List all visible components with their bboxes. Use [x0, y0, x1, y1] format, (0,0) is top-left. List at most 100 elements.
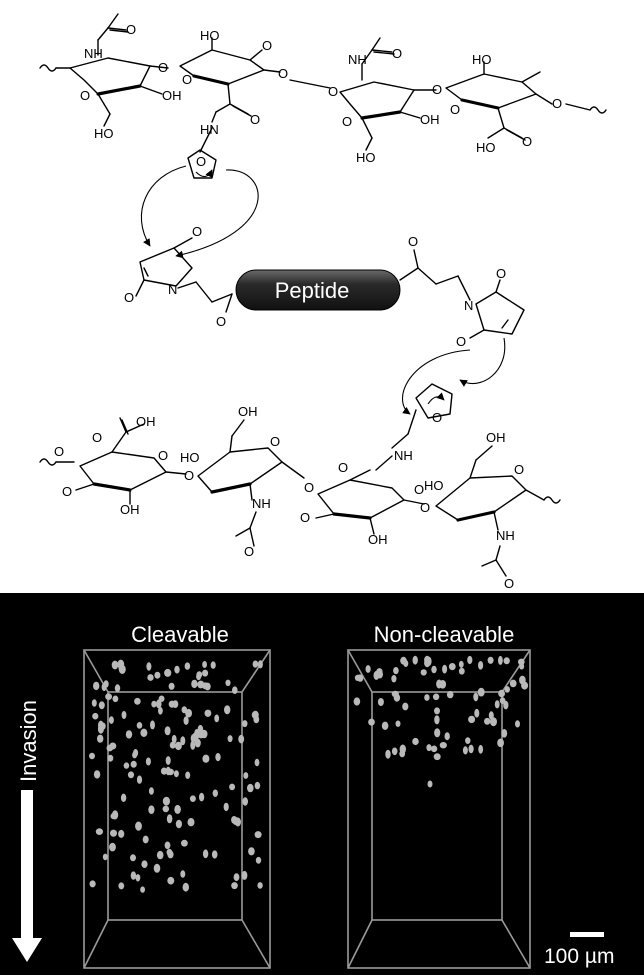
cell [393, 667, 399, 675]
cell [238, 734, 245, 744]
bottom-furan-ring [415, 383, 453, 419]
cell [153, 863, 161, 873]
atom-oh: OH [120, 502, 140, 517]
cell [112, 810, 119, 820]
cell [251, 710, 259, 720]
atom-o: O [522, 134, 532, 149]
cell [354, 674, 362, 681]
scale-bar-label: 100 µm [544, 945, 614, 968]
label-cleavable: Cleavable [131, 622, 229, 647]
cell [147, 674, 154, 681]
cell [434, 715, 440, 725]
cell [224, 705, 231, 715]
gel-box-non-cleavable [347, 649, 531, 969]
atom-o: O [184, 468, 194, 483]
cell [458, 660, 464, 668]
cell [365, 665, 371, 673]
cell [146, 662, 152, 671]
cell [191, 679, 198, 689]
cell [462, 746, 468, 755]
cell [426, 744, 432, 752]
cell [448, 663, 456, 671]
atom-ho: HO [472, 52, 492, 67]
cell [432, 693, 440, 701]
cell [108, 716, 114, 724]
cell [509, 679, 517, 688]
cell [444, 732, 450, 741]
cell [132, 751, 138, 759]
cell [225, 679, 231, 686]
cell [490, 717, 497, 727]
scale-bar [570, 932, 604, 937]
wavy-end-left-bottom [39, 458, 57, 466]
cell [95, 828, 103, 835]
cell [166, 848, 173, 856]
cell [183, 716, 189, 725]
atom-ho: HO [180, 450, 200, 465]
cell [130, 760, 137, 768]
atom-nh: NH [394, 448, 413, 463]
cell [121, 711, 127, 719]
atom-o: O [62, 484, 72, 499]
atom-o: O [158, 60, 168, 75]
cell [503, 700, 509, 710]
cell [252, 660, 259, 668]
atom-o: O [496, 266, 506, 281]
cell [243, 772, 249, 779]
atom-o: O [300, 510, 310, 525]
atom-o: O [432, 410, 442, 425]
cell [197, 724, 204, 734]
cell [110, 829, 117, 837]
cell [465, 737, 471, 744]
invasion-label: Invasion [16, 700, 41, 782]
atom-o: O [392, 46, 402, 61]
wavy-end-left [39, 64, 57, 72]
cell [181, 839, 188, 847]
cell [215, 753, 221, 762]
cell [136, 775, 143, 784]
cell [123, 762, 130, 769]
cell [431, 665, 437, 674]
cell [105, 693, 112, 700]
gel-box-cleavable [83, 649, 271, 969]
cell [391, 690, 399, 698]
atom-o: O [304, 480, 314, 495]
cell [242, 720, 248, 728]
cell [164, 668, 172, 677]
cell [468, 744, 474, 754]
cell [89, 752, 95, 760]
cell [212, 789, 218, 797]
micrograph-panel: Cleavable Non-cleavable Invasion [0, 593, 644, 975]
atom-o: O [432, 82, 442, 97]
cell [353, 697, 361, 706]
cell [156, 850, 164, 860]
peptide-block [235, 269, 401, 311]
cell [204, 709, 212, 717]
cell [424, 655, 431, 665]
cell [164, 841, 171, 850]
cell [199, 792, 205, 802]
atom-oh: OH [136, 414, 156, 429]
cell [107, 754, 114, 762]
cell [125, 730, 133, 739]
cell [501, 729, 508, 738]
cell [439, 742, 447, 749]
atom-oh: OH [420, 112, 440, 127]
cell [232, 686, 238, 694]
cell [487, 656, 494, 664]
atom-o: O [192, 224, 202, 239]
cell [167, 876, 175, 885]
wavy-end-right-bottom [543, 496, 561, 504]
cell [231, 882, 238, 890]
cell [142, 835, 149, 844]
right-maleimide [475, 291, 525, 335]
cell [424, 694, 430, 701]
left-maleimide [139, 247, 193, 287]
cell [162, 796, 170, 806]
reaction-arrow-2 [175, 169, 259, 259]
cell [254, 831, 262, 839]
cell [151, 700, 157, 708]
cell [197, 731, 205, 739]
cell [93, 770, 101, 779]
cell [227, 735, 233, 743]
